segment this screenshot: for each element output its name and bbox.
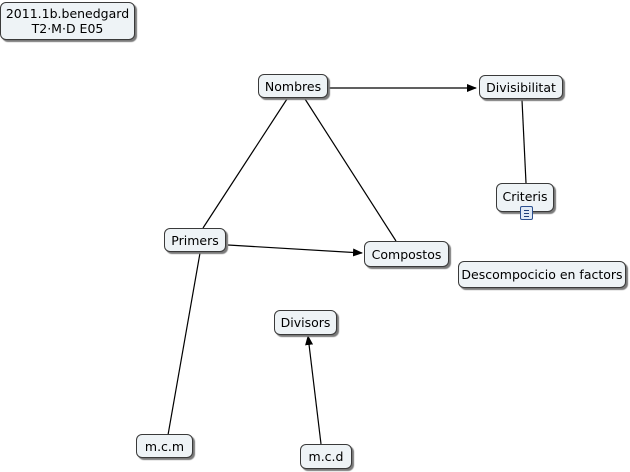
concept-criteris[interactable]: Criteris (496, 183, 554, 212)
link-nombres-primers (202, 98, 288, 229)
concept-mcm[interactable]: m.c.m (136, 434, 193, 458)
document-icon[interactable] (520, 206, 533, 220)
link-primers-mcm (167, 252, 201, 436)
concept-label: m.c.m (144, 438, 185, 454)
concept-label: Nombres (264, 78, 322, 94)
concept-label: Primers (171, 232, 219, 248)
map-title-line1: 2011.1b.benedgard (5, 6, 130, 21)
link-mcd-divisors (305, 335, 322, 445)
concept-label: Descompocicio en factors (461, 267, 623, 282)
link-primers-compostos (227, 244, 363, 257)
concept-label: m.c.d (308, 449, 344, 464)
link-nombres-compostos (304, 98, 397, 242)
concept-nombres[interactable]: Nombres (258, 74, 328, 98)
concept-label: Divisors (280, 315, 331, 330)
map-title-line2: T2·M·D E05 (31, 21, 104, 36)
concept-label: Criteris (502, 189, 548, 204)
concept-descompocicio-en-factors[interactable]: Descompocicio en factors (458, 261, 626, 288)
concept-primers[interactable]: Primers (164, 228, 226, 252)
concept-mcd[interactable]: m.c.d (300, 444, 352, 469)
concept-label: Divisibilitat (486, 79, 556, 95)
concept-label: Compostos (371, 246, 442, 262)
concept-divisibilitat[interactable]: Divisibilitat (479, 75, 563, 99)
map-title-node[interactable]: 2011.1b.benedgard T2·M·D E05 (0, 2, 135, 40)
concept-compostos[interactable]: Compostos (364, 241, 449, 267)
concept-divisors[interactable]: Divisors (274, 310, 337, 335)
link-divisibilitat-criteris (521, 99, 527, 184)
